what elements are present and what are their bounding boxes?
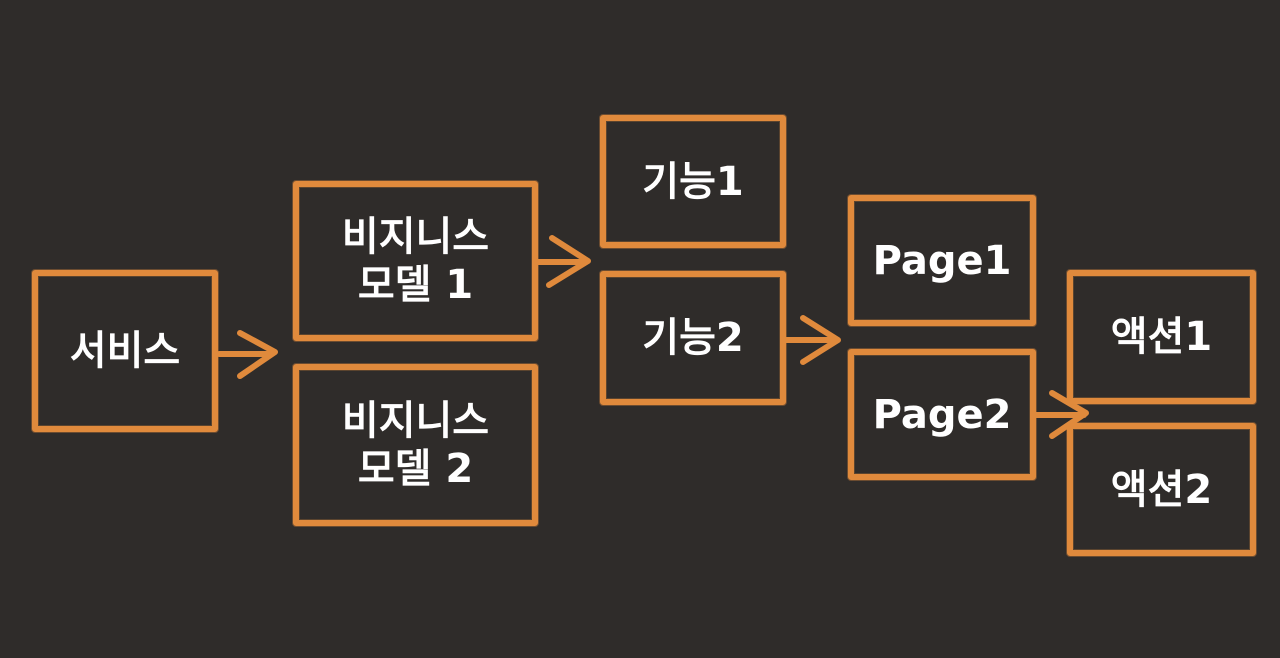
node-service-label: 서비스 — [69, 328, 181, 374]
node-business-model-1-label: 비지니스 모델 1 — [341, 214, 490, 308]
node-feature-2-label: 기능2 — [642, 315, 744, 361]
node-action-2: 액션2 — [1067, 423, 1256, 556]
node-page-1: Page1 — [848, 195, 1036, 326]
arrow-service-to-business-model — [216, 330, 278, 379]
node-feature-1-label: 기능1 — [642, 158, 744, 205]
node-page-1-label: Page1 — [872, 237, 1012, 284]
node-service: 서비스 — [32, 270, 218, 432]
node-business-model-2-label: 비지니스 모델 2 — [341, 398, 490, 492]
node-feature-2: 기능2 — [600, 271, 786, 405]
node-page-2-label: Page2 — [872, 391, 1012, 438]
node-feature-1: 기능1 — [600, 115, 786, 248]
node-business-model-2: 비지니스 모델 2 — [293, 364, 538, 526]
node-business-model-1: 비지니스 모델 1 — [293, 181, 538, 341]
arrow-business-model-to-features — [535, 235, 591, 288]
node-page-2: Page2 — [848, 349, 1036, 480]
node-action-2-label: 액션2 — [1110, 466, 1213, 513]
node-action-1-label: 액션1 — [1110, 314, 1213, 360]
arrow-feature-to-pages — [783, 315, 841, 365]
node-action-1: 액션1 — [1067, 270, 1256, 404]
